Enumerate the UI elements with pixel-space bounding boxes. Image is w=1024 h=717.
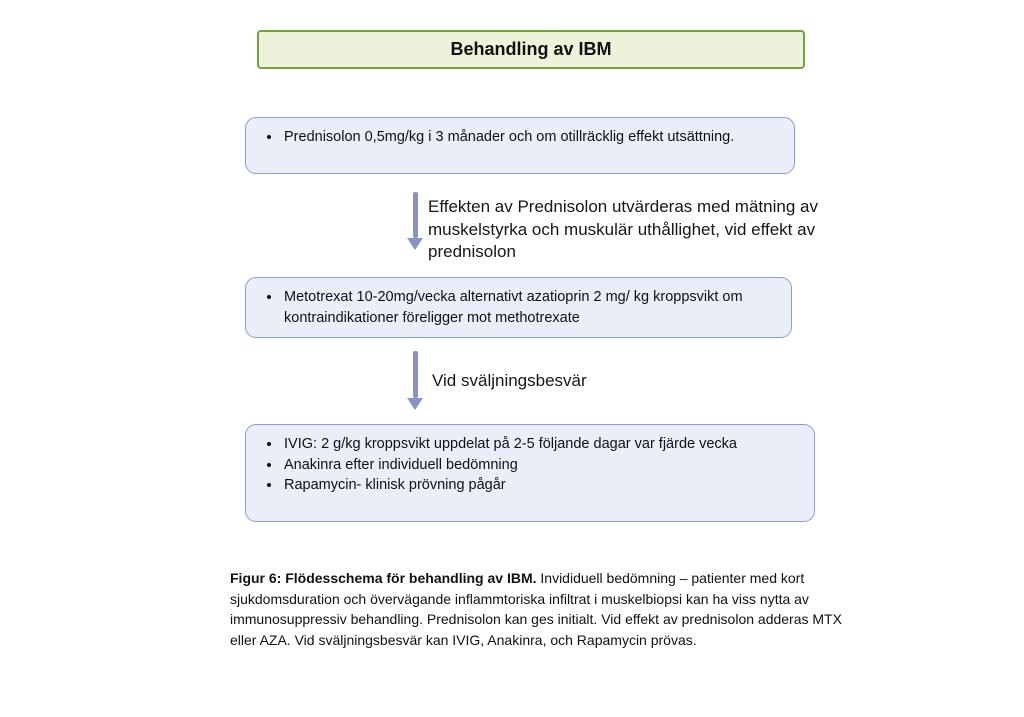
bullet-list: IVIG: 2 g/kg kroppsvikt uppdelat på 2-5 … (260, 434, 798, 496)
arrow-head (407, 398, 423, 410)
arrow-label-svaljningsbesvar: Vid sväljningsbesvär (432, 371, 587, 390)
arrow-head (407, 238, 423, 250)
figure-caption-title: Figur 6: Flödesschema för behandling av … (230, 570, 537, 586)
bullet-item: IVIG: 2 g/kg kroppsvikt uppdelat på 2-5 … (282, 434, 798, 455)
down-arrow-2-icon (407, 351, 423, 410)
bullet-item: Prednisolon 0,5mg/kg i 3 månader och om … (282, 127, 778, 148)
bullet-item: Metotrexat 10-20mg/vecka alternativt aza… (282, 287, 775, 328)
flow-box-prednisolon: Prednisolon 0,5mg/kg i 3 månader och om … (245, 117, 795, 174)
flowchart-title-box: Behandling av IBM (257, 30, 805, 69)
bullet-list: Prednisolon 0,5mg/kg i 3 månader och om … (260, 127, 778, 148)
arrow-line (412, 351, 418, 398)
figure-caption-body: Invididuell bedömning – patienter med ko… (230, 570, 842, 649)
flow-box-metotrexat: Metotrexat 10-20mg/vecka alternativt aza… (245, 277, 792, 339)
arrow-line (412, 192, 418, 238)
down-arrow-1-icon (407, 192, 423, 250)
flowchart-title: Behandling av IBM (450, 39, 612, 59)
bullet-item: Anakinra efter individuell bedömning (282, 455, 798, 476)
flow-box-ivig-anakinra-rapamycin: IVIG: 2 g/kg kroppsvikt uppdelat på 2-5 … (245, 424, 815, 522)
arrow-label-prednisolon-effekt: Effekten av Prednisolon utvärderas med m… (428, 197, 818, 262)
bullet-list: Metotrexat 10-20mg/vecka alternativt aza… (260, 287, 775, 328)
figure-caption: Figur 6: Flödesschema för behandling av … (230, 568, 854, 651)
bullet-item: Rapamycin- klinisk prövning pågår (282, 475, 798, 496)
